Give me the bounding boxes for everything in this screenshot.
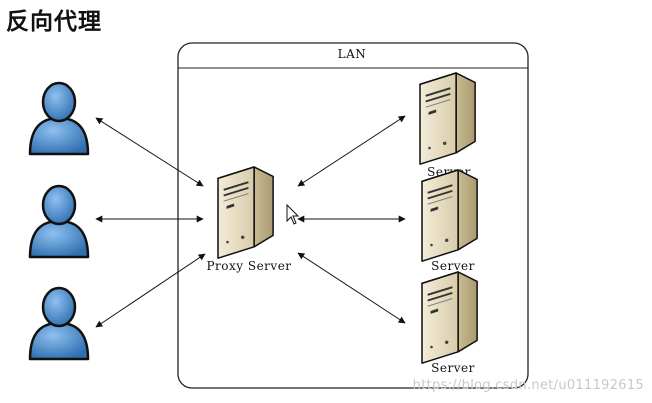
arrow-server-3 <box>297 252 406 324</box>
client-arrows <box>95 117 206 328</box>
page-title: 反向代理 <box>6 9 102 35</box>
mouse-cursor-icon <box>286 203 300 225</box>
proxy-server-label: Proxy Server <box>206 259 291 273</box>
client-user-icon <box>28 286 90 361</box>
client-user-icon <box>28 184 90 259</box>
server-label-2: Server <box>431 259 475 273</box>
watermark: https://blog.csdn.net/u011192615 <box>412 378 644 393</box>
arrow-client-1 <box>95 117 204 187</box>
server-label-3: Server <box>431 361 475 375</box>
arrow-client-3 <box>95 253 206 328</box>
arrow-server-1 <box>297 115 406 187</box>
lan-label: LAN <box>338 47 367 61</box>
server-arrows <box>297 115 406 324</box>
client-user-icon <box>28 81 90 156</box>
